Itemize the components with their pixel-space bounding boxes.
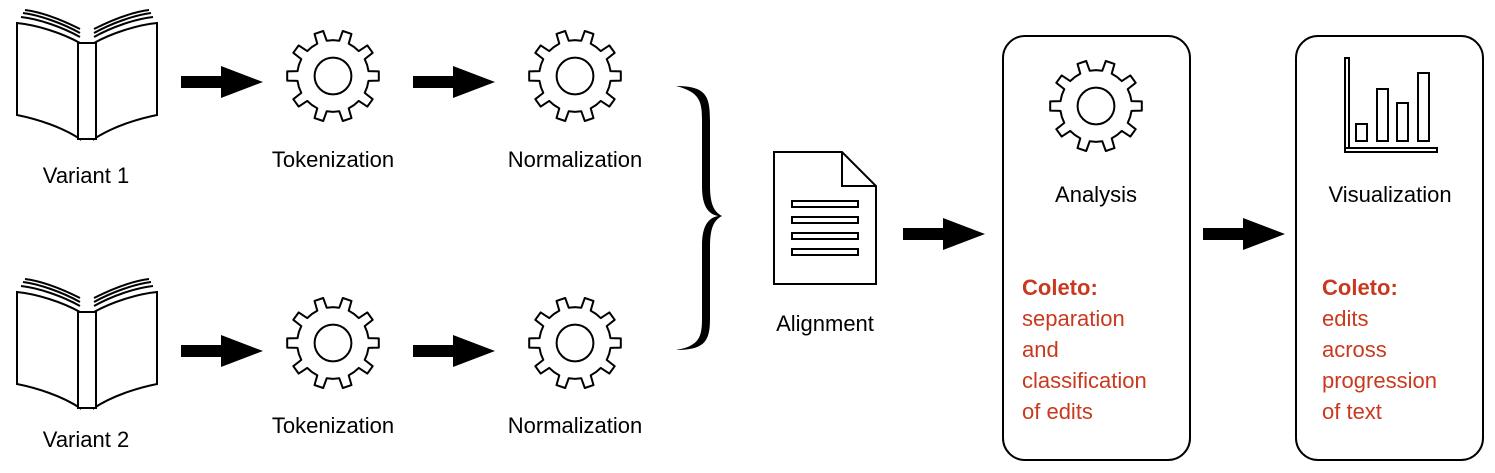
gear-icon — [528, 30, 622, 122]
analysis-note-line: separation — [1022, 306, 1125, 331]
arrow-icon — [903, 218, 985, 250]
visualization-note-line: of text — [1322, 399, 1382, 424]
visualization-note-line: across — [1322, 337, 1387, 362]
visualization-note-heading: Coleto: — [1322, 275, 1398, 300]
analysis-title: Analysis — [1055, 182, 1137, 207]
merge-brace-icon — [676, 86, 722, 350]
visualization-note-line: progression — [1322, 368, 1437, 393]
visualization-title: Visualization — [1328, 182, 1451, 207]
variant-1-label: Variant 1 — [43, 163, 129, 188]
variant-2-label: Variant 2 — [43, 427, 129, 452]
gear-icon — [528, 297, 622, 389]
alignment-label: Alignment — [776, 311, 874, 336]
gear-icon — [286, 30, 380, 122]
tokenization-label: Tokenization — [272, 413, 394, 438]
arrow-icon — [413, 335, 495, 367]
book-icon — [16, 278, 158, 409]
analysis-note-heading: Coleto: — [1022, 275, 1098, 300]
arrow-icon — [181, 66, 263, 98]
visualization-panel — [1295, 35, 1484, 461]
normalization-label: Normalization — [508, 147, 643, 172]
book-icon — [16, 9, 158, 140]
analysis-note-line: and — [1022, 337, 1059, 362]
tokenization-label: Tokenization — [272, 147, 394, 172]
arrow-icon — [1203, 218, 1285, 250]
arrow-icon — [181, 335, 263, 367]
analysis-note-line: classification — [1022, 368, 1147, 393]
analysis-panel — [1002, 35, 1191, 461]
arrow-icon — [413, 66, 495, 98]
visualization-note-line: edits — [1322, 306, 1368, 331]
bar-chart-icon — [1344, 57, 1438, 153]
normalization-label: Normalization — [508, 413, 643, 438]
analysis-note-line: of edits — [1022, 399, 1093, 424]
document-icon — [773, 151, 877, 285]
gear-icon — [1049, 60, 1143, 152]
gear-icon — [286, 297, 380, 389]
